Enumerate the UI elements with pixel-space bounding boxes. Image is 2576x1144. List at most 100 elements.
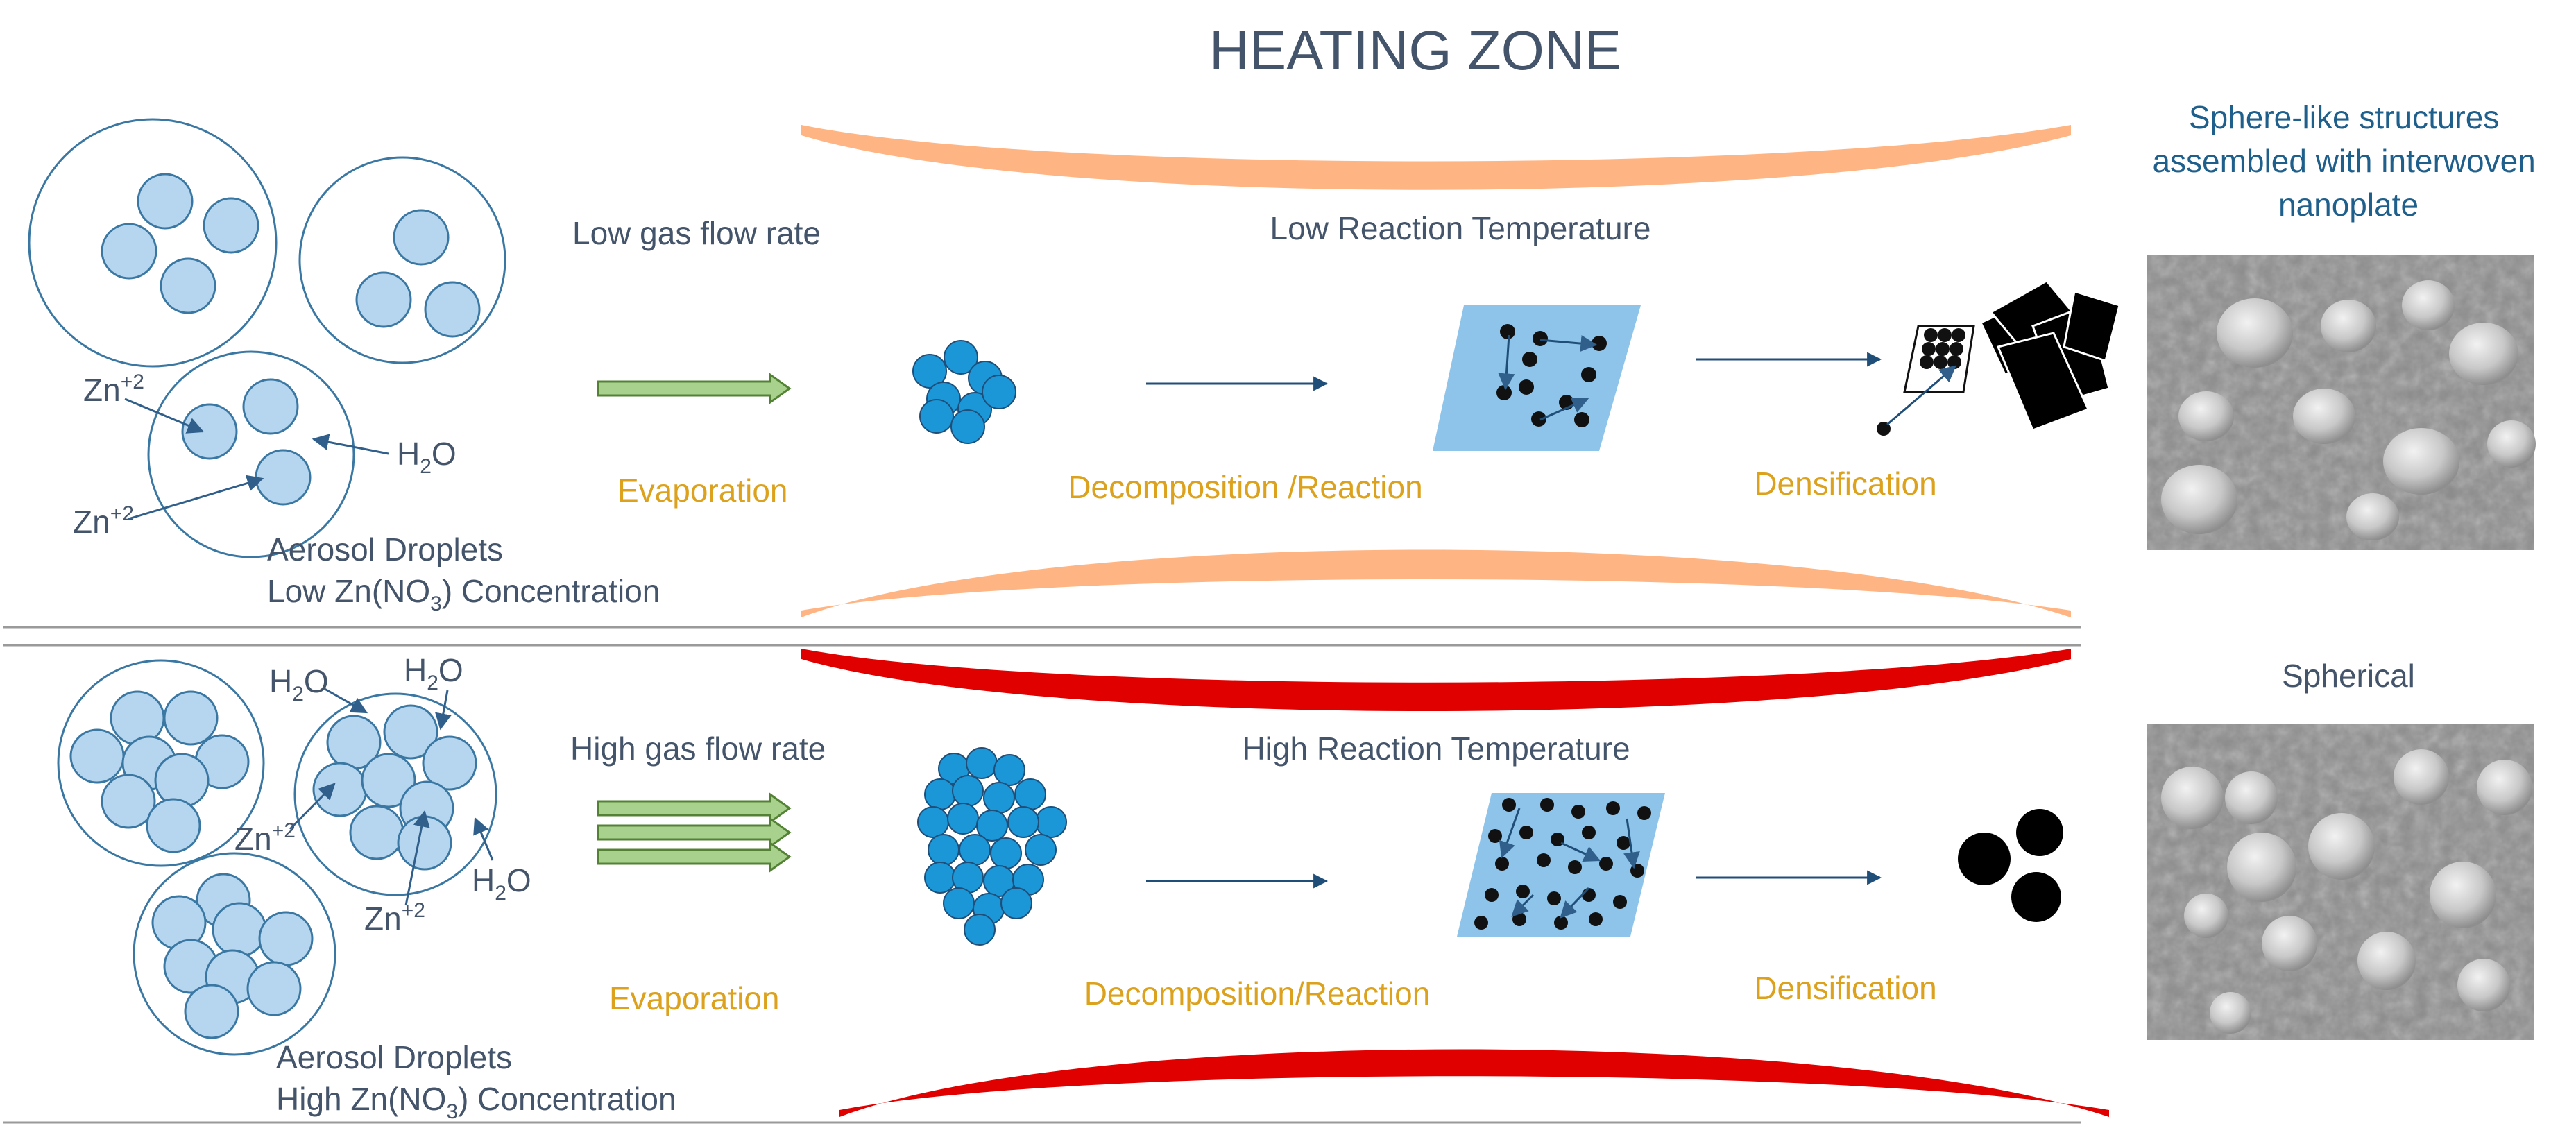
evaporation-label: Evaporation [609, 980, 780, 1016]
nuclei-cluster [917, 747, 1067, 946]
plate-dot [1950, 342, 1963, 356]
motion-arrow [1539, 335, 1598, 352]
h2o-arrow [435, 690, 452, 731]
motion-arrow [1499, 808, 1521, 859]
droplet-particle [154, 753, 210, 808]
sem-particle [2161, 465, 2237, 534]
motion-arrow [1623, 818, 1640, 869]
molecule-dot [1554, 916, 1568, 930]
nucleus [917, 806, 949, 838]
nucleus [912, 354, 947, 389]
molecule-dot [1516, 885, 1530, 898]
sem-particle [2293, 389, 2355, 444]
temperature-label: High Reaction Temperature [1242, 731, 1630, 767]
droplet-particle [101, 774, 156, 829]
molecule-dot [1474, 916, 1488, 930]
nucleus [1035, 806, 1067, 838]
molecule-dot [1582, 888, 1596, 902]
gas-flow-arrow [597, 373, 792, 404]
sem-particle [2383, 428, 2459, 495]
droplet [57, 659, 265, 867]
plate-dot [1922, 342, 1936, 356]
molecule-dot [1500, 324, 1515, 339]
sphere-particle [1958, 833, 2011, 885]
zn-ion-arrow [124, 398, 205, 434]
droplet-particle [163, 690, 219, 746]
molecule-dot [1568, 860, 1582, 874]
plate-dot [1920, 355, 1934, 369]
droplet-particle [397, 815, 452, 871]
molecule-dot [1522, 352, 1537, 367]
diagram-title: HEATING ZONE [1209, 19, 1621, 81]
molecule-dot [1599, 857, 1613, 871]
droplet [298, 156, 506, 364]
zn-ion-label: Zn+2 [234, 819, 296, 857]
zn-ion-label: Zn+2 [364, 899, 425, 937]
nucleus [950, 409, 985, 444]
high-heater-bottom [839, 1049, 2109, 1117]
plate-dot [1936, 342, 1950, 356]
nucleus [1014, 778, 1046, 810]
droplet-particle [383, 704, 438, 760]
molecule-dot [1488, 829, 1502, 843]
nucleus [1025, 834, 1057, 866]
sem-particle [2308, 813, 2375, 880]
gas-flow-arrow [597, 792, 792, 824]
droplet-particle [212, 902, 267, 957]
sem-particle [2457, 959, 2510, 1011]
motion-arrow [1560, 887, 1590, 919]
droplet-particle [101, 223, 157, 280]
molecule-dot [1485, 888, 1499, 902]
temperature-label: Low Reaction Temperature [1270, 210, 1651, 246]
plane-surface [1433, 305, 1641, 451]
sem-particle [2394, 749, 2449, 805]
molecule-dot [1589, 912, 1603, 926]
result-title: Sphere-like structures assembled with in… [2152, 99, 2544, 223]
droplet-particle [393, 209, 450, 266]
molecule-dot [1537, 853, 1551, 867]
gas-flow-arrows [597, 373, 792, 404]
sphere-particle [2011, 872, 2061, 922]
sem-particle [2321, 300, 2376, 352]
droplet-particle [160, 257, 216, 314]
droplet-particle [258, 911, 314, 966]
motion-arrow [1560, 842, 1601, 862]
molecule-dot [1582, 826, 1596, 839]
gas-flow-arrow [597, 841, 792, 873]
evaporation-label: Evaporation [617, 472, 788, 509]
densification-label: Densification [1754, 466, 1936, 502]
molecule-dot [1533, 331, 1548, 346]
gas-flow-arrows [597, 792, 792, 873]
nucleus [966, 747, 998, 779]
decomposition-label: Decomposition /Reaction [1068, 469, 1422, 505]
nucleus [952, 775, 984, 807]
sphere-particle [2016, 809, 2063, 856]
molecule-dot [1613, 895, 1627, 909]
h2o-label: H2O [472, 862, 531, 905]
sem-particle [2217, 298, 2293, 368]
decomposition-label: Decomposition/Reaction [1084, 975, 1431, 1011]
droplet-particle [242, 378, 299, 435]
plate-dot [1877, 422, 1891, 436]
molecule-dot [1637, 806, 1651, 820]
droplets-label-line1: Aerosol Droplets [267, 531, 503, 567]
molecule-dot [1519, 826, 1533, 839]
reaction-plane [1433, 305, 1641, 451]
sem-image-nanoplates [2147, 255, 2536, 550]
sem-particle [2346, 493, 2399, 540]
nucleus [943, 887, 975, 919]
high-concentration-droplets [57, 659, 497, 1056]
molecule-dot [1495, 857, 1509, 871]
droplet-particle [146, 798, 201, 853]
molecule-dot [1519, 379, 1534, 395]
sem-particle [2477, 760, 2532, 815]
motion-arrow [1511, 894, 1535, 917]
droplet-particle [246, 961, 302, 1016]
zn-ion-label: Zn+2 [73, 502, 134, 540]
plane-surface [1457, 793, 1665, 937]
nucleus [924, 862, 956, 894]
molecule-dot [1617, 836, 1630, 850]
nucleus [947, 803, 979, 835]
plate-dot [1952, 328, 1965, 342]
